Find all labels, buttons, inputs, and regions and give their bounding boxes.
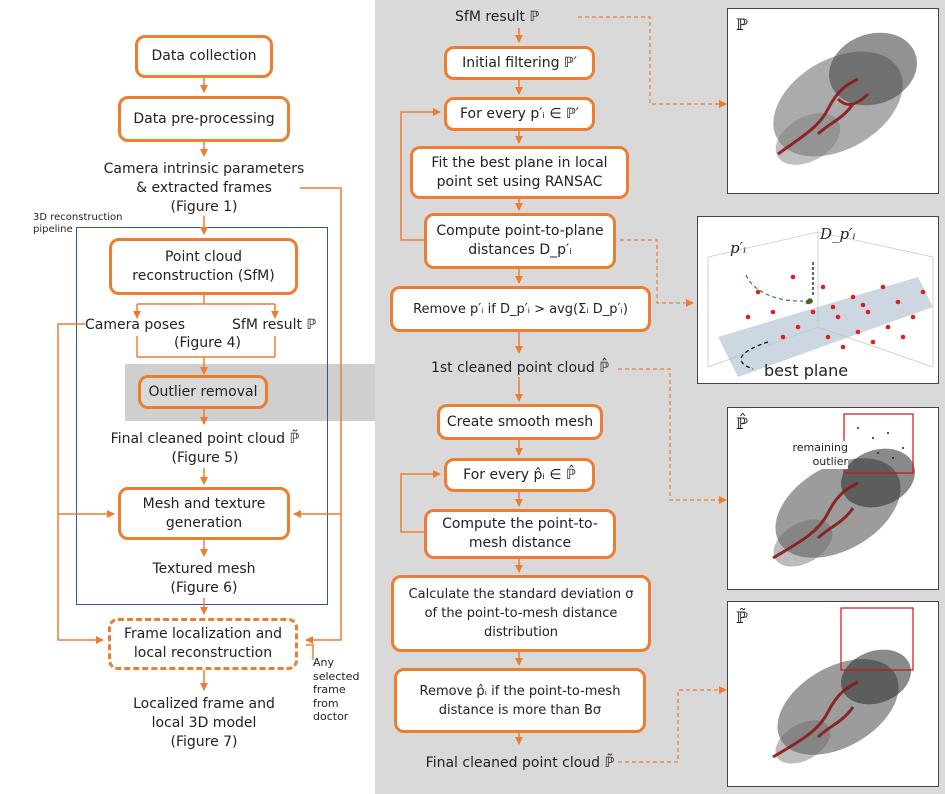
camera-poses-text: Camera poses xyxy=(85,317,186,333)
remaining-line1: remaining xyxy=(792,441,848,454)
remaining-outlier-label: remaining outlier xyxy=(768,441,848,469)
outlier-removal-box: Outlier removal xyxy=(138,375,268,409)
fit-plane-line2: point set using RANSAC xyxy=(436,173,603,190)
remove-p-label: Remove p′ᵢ if D_p′ᵢ > avg(Σᵢ D_p′ᵢ) xyxy=(413,301,628,317)
figure7-ref: (Figure 7) xyxy=(170,734,238,750)
create-smooth-mesh-box: Create smooth mesh xyxy=(437,404,603,440)
textured-mesh-text: Textured mesh (Figure 6) xyxy=(130,560,278,598)
mesh-line1: Mesh and texture xyxy=(142,495,266,512)
for-every-p-box: For every p′ᵢ ∈ ℙ′ xyxy=(444,97,595,131)
remaining-line2: outlier xyxy=(812,455,848,468)
mesh-line2: generation xyxy=(165,514,243,531)
remove-p-box: Remove p′ᵢ if D_p′ᵢ > avg(Σᵢ D_p′ᵢ) xyxy=(390,286,651,332)
std-line2: of the point-to-mesh distance xyxy=(424,606,618,621)
img4-label: ℙ̃ xyxy=(736,608,749,627)
any-selected-frame-text: Any selected frame from doctor xyxy=(313,656,373,724)
data-preprocessing-label: Data pre-processing xyxy=(133,110,275,127)
initial-filtering-box: Initial filtering ℙ′ xyxy=(444,46,595,80)
compute-p2m-line1: Compute the point-to- xyxy=(442,516,598,532)
img2-best-plane: best plane xyxy=(764,361,849,380)
remove-phat-box: Remove p̂ᵢ if the point-to-mesh distance… xyxy=(394,668,646,733)
std-line3: distribution xyxy=(483,625,559,640)
compute-p2p-line2: distances D_p′ᵢ xyxy=(468,242,572,258)
pcr-line2: reconstruction (SfM) xyxy=(132,267,275,284)
right-sfm-result: SfM result ℙ xyxy=(455,9,540,25)
localized-frame-text: Localized frame and local 3D model (Figu… xyxy=(120,695,288,752)
compute-point-to-mesh-box: Compute the point-to- mesh distance xyxy=(424,509,616,559)
intrinsics-figure-ref: (Figure 1) xyxy=(170,199,238,215)
plane-fit-plot: p′ᵢ D_p′ᵢ best plane xyxy=(697,216,939,384)
pipeline-label-line1: 3D reconstruction xyxy=(33,212,123,223)
smooth-mesh-label: Create smooth mesh xyxy=(446,413,594,430)
standard-deviation-box: Calculate the standard deviation σ of th… xyxy=(391,575,651,652)
point-cloud-image-ptilde: ℙ̃ xyxy=(727,601,939,787)
final-cleaned-text: Final cleaned point cloud ℙ̃ (Figure 5) xyxy=(100,430,310,468)
pipeline-label: 3D reconstruction pipeline xyxy=(33,212,123,236)
pipeline-label-line2: pipeline xyxy=(33,224,73,235)
data-collection-box: Data collection xyxy=(135,35,273,78)
first-cleaned-text: 1st cleaned point cloud ℙ̂ xyxy=(430,360,610,376)
point-cloud-phat-graphic xyxy=(772,413,915,567)
figure6-ref: (Figure 6) xyxy=(170,580,238,596)
frame-loc-line2: local reconstruction xyxy=(133,645,273,661)
data-collection-label: Data collection xyxy=(151,48,257,64)
final-cleaned-label: Final cleaned point cloud ℙ̃ xyxy=(110,431,300,447)
for-every-phat-box: For every p̂ᵢ ∈ ℙ̂ xyxy=(444,458,595,492)
std-line1: Calculate the standard deviation σ xyxy=(408,587,634,602)
plane-fit-graphic xyxy=(707,231,934,377)
point-cloud-image-p: ℙ xyxy=(727,8,939,194)
for-every-p-label: For every p′ᵢ ∈ ℙ′ xyxy=(460,105,579,122)
fit-plane-box: Fit the best plane in local point set us… xyxy=(410,146,629,199)
outlier-removal-label: Outlier removal xyxy=(148,383,258,400)
data-preprocessing-box: Data pre-processing xyxy=(118,96,290,142)
intrinsics-line2: & extracted frames xyxy=(136,180,272,196)
remove-phat-line2: distance is more than Bσ xyxy=(438,702,602,718)
any-selected-line3: frame xyxy=(313,683,346,696)
compute-p2m-line2: mesh distance xyxy=(468,535,572,551)
point-cloud-reconstruction-box: Point cloud reconstruction (SfM) xyxy=(109,238,298,295)
remove-phat-line1: Remove p̂ᵢ if the point-to-mesh xyxy=(419,683,621,699)
img3-label: ℙ̂ xyxy=(736,414,749,433)
initial-filtering-label: Initial filtering ℙ′ xyxy=(462,54,577,71)
frame-loc-line1: Frame localization and xyxy=(123,626,283,642)
sfm-result-text: SfM result ℙ xyxy=(232,317,317,333)
point-cloud-p-graphic xyxy=(773,32,917,165)
frame-localization-box: Frame localization and local reconstruct… xyxy=(108,618,298,670)
figure4-ref: (Figure 4) xyxy=(173,335,242,351)
figure5-ref: (Figure 5) xyxy=(171,450,239,466)
localized-line1: Localized frame and xyxy=(133,696,275,712)
for-every-phat-label: For every p̂ᵢ ∈ ℙ̂ xyxy=(463,466,576,483)
img2-p-label: p′ᵢ xyxy=(730,239,747,257)
any-selected-line4: from xyxy=(313,696,339,710)
compute-p2p-line1: Compute point-to-plane xyxy=(436,223,604,239)
point-cloud-ptilde-graphic xyxy=(772,607,914,764)
img2-d-label: D_p′ᵢ xyxy=(820,225,856,243)
textured-mesh-label: Textured mesh xyxy=(152,561,256,577)
compute-point-to-plane-box: Compute point-to-plane distances D_p′ᵢ xyxy=(424,213,616,269)
img1-label: ℙ xyxy=(736,15,749,34)
any-selected-line5: doctor xyxy=(313,710,349,723)
point-cloud-image-phat: ℙ̂ remaining outlier xyxy=(727,407,939,590)
any-selected-line2: selected xyxy=(313,669,360,683)
intrinsics-text: Camera intrinsic parameters & extracted … xyxy=(95,160,313,217)
any-selected-line1: Any xyxy=(313,656,335,669)
fit-plane-line1: Fit the best plane in local xyxy=(431,154,608,171)
localized-line2: local 3D model xyxy=(151,715,257,731)
intrinsics-line1: Camera intrinsic parameters xyxy=(103,161,305,177)
final-cleaned-right: Final cleaned point cloud ℙ̃ xyxy=(425,755,615,771)
mesh-texture-box: Mesh and texture generation xyxy=(118,487,290,540)
pcr-line1: Point cloud xyxy=(164,248,243,265)
